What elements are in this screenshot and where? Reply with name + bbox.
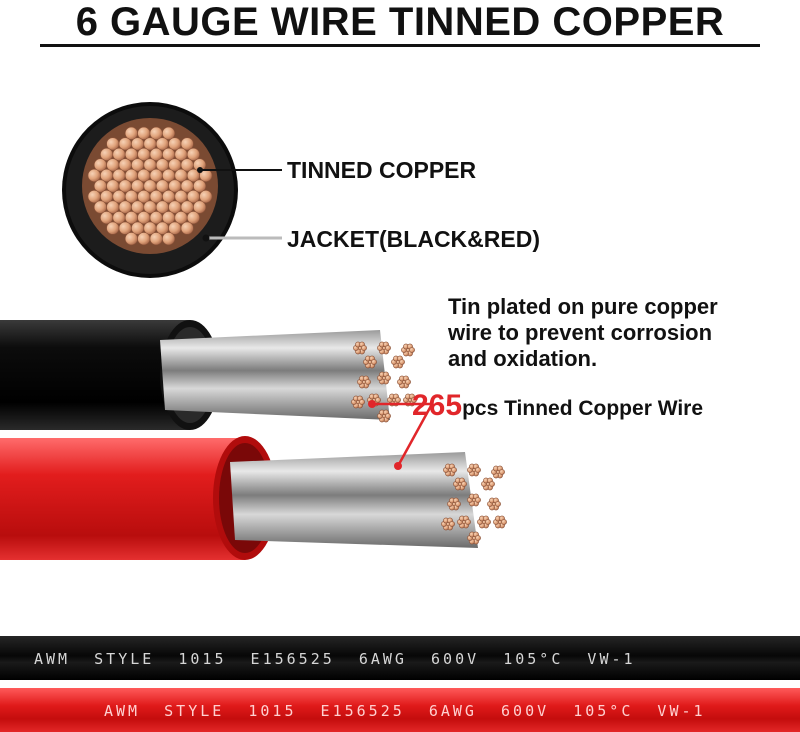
strand-count-label: 265pcs Tinned Copper Wire [412, 389, 703, 423]
callout-dot-tinned [197, 167, 203, 173]
description-line-3: and oxidation. [448, 346, 598, 371]
black-wire-marking: AWM STYLE 1015 E156525 6AWG 600V 105°C V… [34, 650, 636, 668]
copper-strand [385, 345, 391, 351]
strand-bundle-end [377, 341, 391, 355]
copper-strand [499, 469, 505, 475]
strand-count-text: pcs Tinned Copper Wire [462, 397, 704, 420]
copper-strand [465, 519, 471, 525]
red-wire-stripe: AWM STYLE 1015 E156525 6AWG 600V 105°C V… [0, 688, 800, 732]
callout-dot-red-1 [368, 400, 376, 408]
copper-strand [385, 375, 391, 381]
copper-strand [451, 467, 457, 473]
description-line-2: wire to prevent corrosion [448, 320, 713, 345]
description-line-1: Tin plated on pure copper [448, 294, 718, 319]
copper-strand [137, 232, 151, 246]
copper-strand [449, 521, 455, 527]
copper-strand [106, 221, 120, 235]
strand-bundle-end [391, 355, 405, 369]
strand-bundle-end [351, 395, 365, 409]
copper-strand [193, 200, 207, 214]
strand-bundle-end [397, 375, 411, 389]
strand-bundle-end [491, 465, 505, 479]
strand-bundle-end [467, 493, 481, 507]
copper-strand [455, 501, 461, 507]
copper-strand [489, 481, 495, 487]
copper-strand [405, 379, 411, 385]
black-cable-icon [0, 320, 417, 430]
copper-strand [375, 397, 381, 403]
wire-cross-section-icon [62, 102, 238, 278]
copper-strand [371, 359, 377, 365]
copper-strand [385, 413, 391, 419]
strand-bundle-end [401, 343, 415, 357]
copper-strand [475, 497, 481, 503]
strand-bundle-end [377, 409, 391, 423]
copper-strand [485, 519, 491, 525]
copper-strand [199, 190, 213, 204]
copper-strand [162, 232, 176, 246]
red-wire-marking: AWM STYLE 1015 E156525 6AWG 600V 105°C V… [104, 702, 706, 720]
copper-strand [395, 397, 401, 403]
strand-bundle-end [457, 515, 471, 529]
copper-strand [409, 347, 415, 353]
copper-strand [180, 137, 194, 151]
page-title: 6 GAUGE WIRE TINNED COPPER [75, 0, 725, 44]
copper-strand [365, 379, 371, 385]
strand-bundle-end [443, 463, 457, 477]
strand-bundle-end [481, 477, 495, 491]
title-underline [40, 44, 760, 47]
callout-dot-jacket [202, 234, 210, 242]
copper-strand [501, 519, 507, 525]
copper-strand [361, 345, 367, 351]
black-wire-stripe: AWM STYLE 1015 E156525 6AWG 600V 105°C V… [0, 636, 800, 680]
strand-bundle-end [377, 371, 391, 385]
label-jacket: JACKET(BLACK&RED) [287, 226, 540, 252]
strand-count-number: 265 [412, 389, 463, 422]
copper-strand [186, 147, 200, 161]
strand-bundle-end [477, 515, 491, 529]
strand-bundle-end [453, 477, 467, 491]
callout-line-red-2 [396, 403, 434, 467]
copper-strand [411, 397, 417, 403]
black-cable-strand-ends [351, 341, 417, 423]
strand-bundle-end [353, 341, 367, 355]
copper-strand [149, 232, 163, 246]
copper-strand [399, 359, 405, 365]
strand-bundle-end [357, 375, 371, 389]
strand-bundle-end [447, 497, 461, 511]
copper-strands [87, 126, 213, 246]
description-text: Tin plated on pure copper wire to preven… [448, 294, 788, 372]
copper-strand [162, 126, 176, 140]
copper-strand [124, 232, 138, 246]
red-cable-strand-ends [441, 463, 507, 545]
red-cable-icon [0, 436, 507, 560]
strand-bundle-end [467, 531, 481, 545]
copper-strand [475, 535, 481, 541]
strand-bundle-end [487, 497, 501, 511]
callout-dot-red-2 [394, 462, 402, 470]
strand-bundle-end [441, 517, 455, 531]
copper-strand [193, 179, 207, 193]
label-tinned-copper: TINNED COPPER [287, 157, 477, 183]
copper-strand [180, 221, 194, 235]
strand-bundle-end [387, 393, 401, 407]
copper-strand [475, 467, 481, 473]
strand-bundle-end [363, 355, 377, 369]
strand-bundle-end [467, 463, 481, 477]
strand-bundle-end [493, 515, 507, 529]
copper-strand [359, 399, 365, 405]
copper-strand [495, 501, 501, 507]
copper-strand [186, 211, 200, 225]
copper-strand [461, 481, 467, 487]
